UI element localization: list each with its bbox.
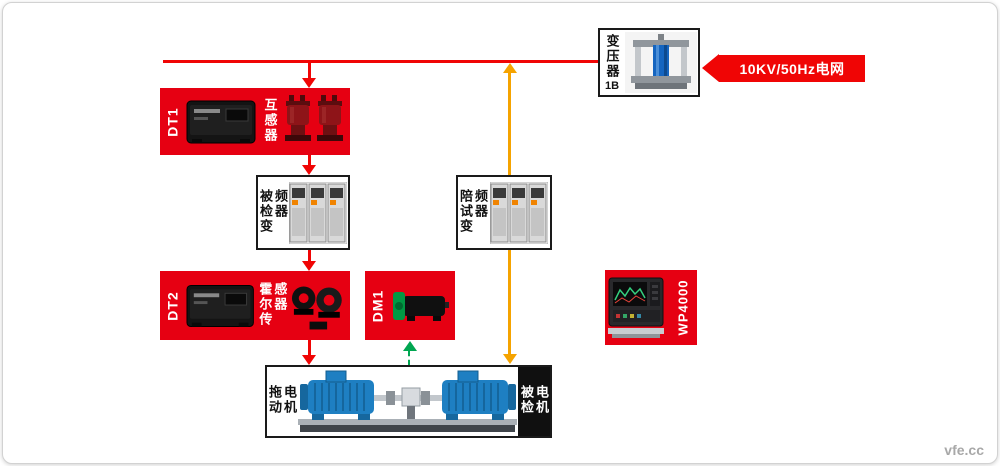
transformer-code: 1B [604, 79, 620, 92]
dt2-to-motor-arrowhead [302, 355, 316, 365]
tested-inverter-box: 被检变频器 [256, 175, 350, 250]
transformer-label-column: 变压器 1B [600, 30, 624, 95]
current-transformer-image [285, 94, 343, 141]
companion-to-bus-line [508, 72, 511, 175]
motor-to-dm1-arrowhead [403, 341, 417, 351]
bus-to-dt1-arrowhead [302, 78, 316, 88]
transformer-name: 变压器 [604, 33, 620, 79]
wp4000-label-wrap: WP4000 [672, 270, 694, 345]
dt2-sublabel: 霍尔传感器 [257, 281, 288, 327]
bus-to-dt1-line [308, 61, 311, 79]
dm1-device-image [393, 291, 449, 321]
grid-arrow-head [702, 54, 719, 82]
dm1-box: DM1 [365, 271, 455, 340]
dt2-sub-wrap: 霍尔传感器 [257, 271, 287, 340]
wp4000-box: WP4000 [605, 270, 697, 345]
hall-sensor-image [292, 285, 343, 329]
companion-inverter-label: 陪试变频器 [458, 188, 488, 234]
companion-inverter-box: 陪试变频器 [456, 175, 552, 250]
companion-inverter-label-wrap: 陪试变频器 [458, 177, 488, 248]
watermark: vfe.cc [944, 442, 984, 458]
dt2-to-motor-line [308, 340, 311, 356]
dt2-label-wrap: DT2 [163, 271, 183, 340]
dt1-sub-wrap: 互感器 [259, 88, 281, 155]
inverter-cabinet-image [490, 181, 548, 244]
inverter-cabinet-image [289, 181, 347, 244]
dt1-to-inverter-line [308, 155, 311, 167]
dt1-sublabel: 互感器 [262, 97, 278, 143]
dt2-label: DT2 [165, 290, 182, 321]
wp4000-label: WP4000 [675, 279, 691, 336]
inverter-to-dt2-line [308, 250, 311, 262]
dm1-label-wrap: DM1 [368, 271, 386, 340]
tested-motor-label: 被检电机 [519, 384, 549, 415]
dm1-label: DM1 [369, 289, 385, 322]
companion-to-motor-arrowhead [503, 354, 517, 364]
grid-bus-line [163, 60, 600, 63]
dt1-transducer-image [186, 100, 256, 143]
motor-image-wrap [297, 368, 518, 435]
dt1-label: DT1 [165, 106, 182, 137]
inverter-to-dt2-arrowhead [302, 261, 316, 271]
dt2-box: DT2 霍尔传感器 [160, 271, 350, 340]
dt1-label-wrap: DT1 [163, 88, 183, 155]
tested-inverter-image-wrap [288, 181, 348, 244]
motor-pair-image [298, 370, 517, 432]
tested-inverter-label: 被检变频器 [258, 188, 288, 234]
tested-motor-label-wrap: 被检电机 [518, 367, 550, 436]
dt1-box: DT1 互感器 [160, 88, 350, 155]
motor-to-dm1-dashed-line [408, 351, 410, 365]
grid-arrow-label: 10KV/50Hz电网 [719, 55, 865, 82]
drive-motor-label-wrap: 拖动电机 [267, 367, 297, 436]
tested-inverter-label-wrap: 被检变频器 [258, 177, 288, 248]
transformer-image [625, 32, 697, 93]
motor-bench-box: 拖动电机 [265, 365, 552, 438]
transformer-image-wrap [624, 32, 698, 93]
wp4000-analyzer-image [608, 277, 664, 338]
transformer-box: 变压器 1B [598, 28, 700, 97]
dt2-transducer-image [186, 284, 254, 327]
companion-to-motor-line [508, 250, 511, 355]
companion-to-bus-arrowhead [503, 63, 517, 73]
dt1-to-inverter-arrowhead [302, 165, 316, 175]
companion-inverter-image-wrap [488, 181, 550, 244]
drive-motor-label: 拖动电机 [267, 384, 297, 415]
